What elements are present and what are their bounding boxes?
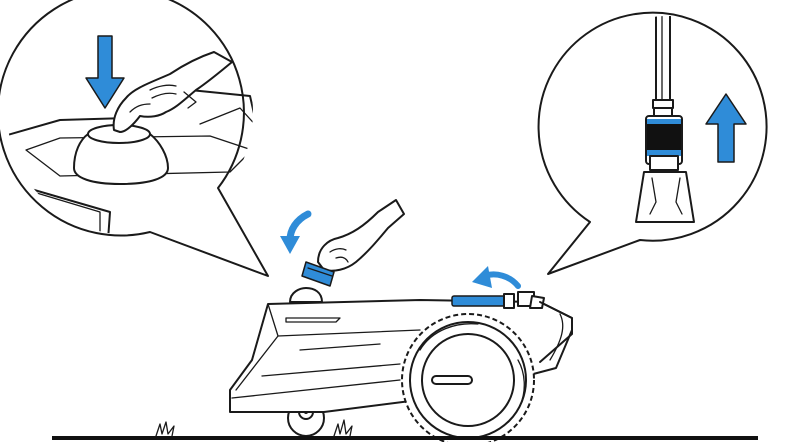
curved-arrow-left-icon <box>472 266 518 288</box>
curved-arrow-down-icon <box>280 214 308 254</box>
robot-lawn-mower <box>230 288 572 442</box>
rear-wheel <box>402 314 534 442</box>
grass-tuft-right <box>334 420 352 436</box>
grass-tuft-left <box>156 422 174 436</box>
hand-with-key <box>302 200 404 286</box>
ground <box>52 420 758 438</box>
right-callout-bubble <box>539 2 767 274</box>
left-callout-bubble <box>0 0 268 276</box>
